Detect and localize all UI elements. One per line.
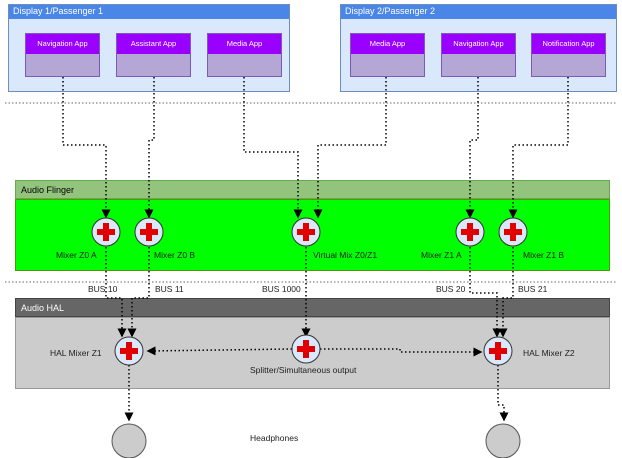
display-2-app-media: Media App — [350, 33, 425, 77]
display-1-app-assistant: Assistant App — [116, 33, 191, 77]
connector-bus11 — [127, 247, 150, 338]
connector-bus20 — [469, 247, 502, 338]
hal-mixer-z2-icon — [483, 336, 513, 366]
bus-label: BUS 11 — [155, 284, 184, 294]
audio-hal-title: Audio HAL — [15, 298, 610, 317]
connector-nav2-mixer-z1a — [465, 77, 479, 219]
app-label: Media App — [208, 34, 281, 54]
connector-notification-mixer-z1b — [508, 77, 569, 219]
mixer-label: Mixer Z1 A — [421, 250, 462, 260]
app-label: Assistant App — [117, 34, 190, 54]
bus-label: BUS 20 — [436, 284, 466, 294]
mixer-label: Mixer Z0 A — [56, 250, 97, 260]
connector-splitter-hal-z1 — [146, 346, 293, 356]
headphones-right-icon — [485, 423, 521, 458]
mixer-label: Mixer Z0 B — [154, 250, 196, 260]
app-label: Navigation App — [26, 34, 99, 54]
display-2-title: Display 2/Passenger 2 — [341, 5, 616, 19]
connector-assistant-mixer-z0b — [144, 77, 155, 219]
mixer-z0-a-icon — [91, 217, 121, 247]
headphones-left-icon — [111, 423, 147, 458]
mixer-z1-b-icon — [498, 217, 528, 247]
splitter-label: Splitter/Simultaneous output — [250, 365, 357, 375]
connector-bus10 — [105, 247, 127, 338]
connector-media2-virtual-mix — [313, 77, 387, 219]
hal-mixer-z1-icon — [114, 336, 144, 366]
bus-label: BUS 10 — [88, 284, 118, 294]
virtual-mix-icon — [291, 217, 321, 247]
mixer-z1-a-icon — [455, 217, 485, 247]
display-2-app-navigation: Navigation App — [441, 33, 516, 77]
bus-label: BUS 1000 — [262, 284, 301, 294]
display-2-app-notification: Notification App — [531, 33, 606, 77]
connector-splitter-hal-z2 — [320, 347, 483, 357]
mixer-label: Mixer Z1 B — [523, 250, 565, 260]
display-1-app-media: Media App — [207, 33, 282, 77]
hal-mixer-label: HAL Mixer Z2 — [523, 348, 575, 358]
connector-media1-virtual-mix — [243, 77, 303, 219]
app-label: Media App — [351, 34, 424, 54]
app-label: Navigation App — [442, 34, 515, 54]
headphones-label: Headphones — [250, 433, 299, 443]
connector-hal-z2-headphones — [497, 365, 509, 422]
app-label: Notification App — [532, 34, 605, 54]
splitter-icon — [291, 334, 321, 364]
connector-nav1-mixer-z0a — [62, 77, 111, 219]
display-1-app-navigation: Navigation App — [25, 33, 100, 77]
display-1-title: Display 1/Passenger 1 — [9, 5, 289, 19]
connector-bus21 — [498, 247, 514, 338]
audio-flinger-title: Audio Flinger — [15, 180, 610, 199]
hal-mixer-label: HAL Mixer Z1 — [50, 348, 102, 358]
mixer-label: Virtual Mix Z0/Z1 — [313, 250, 378, 260]
mixer-z0-b-icon — [134, 217, 164, 247]
bus-label: BUS 21 — [518, 284, 548, 294]
